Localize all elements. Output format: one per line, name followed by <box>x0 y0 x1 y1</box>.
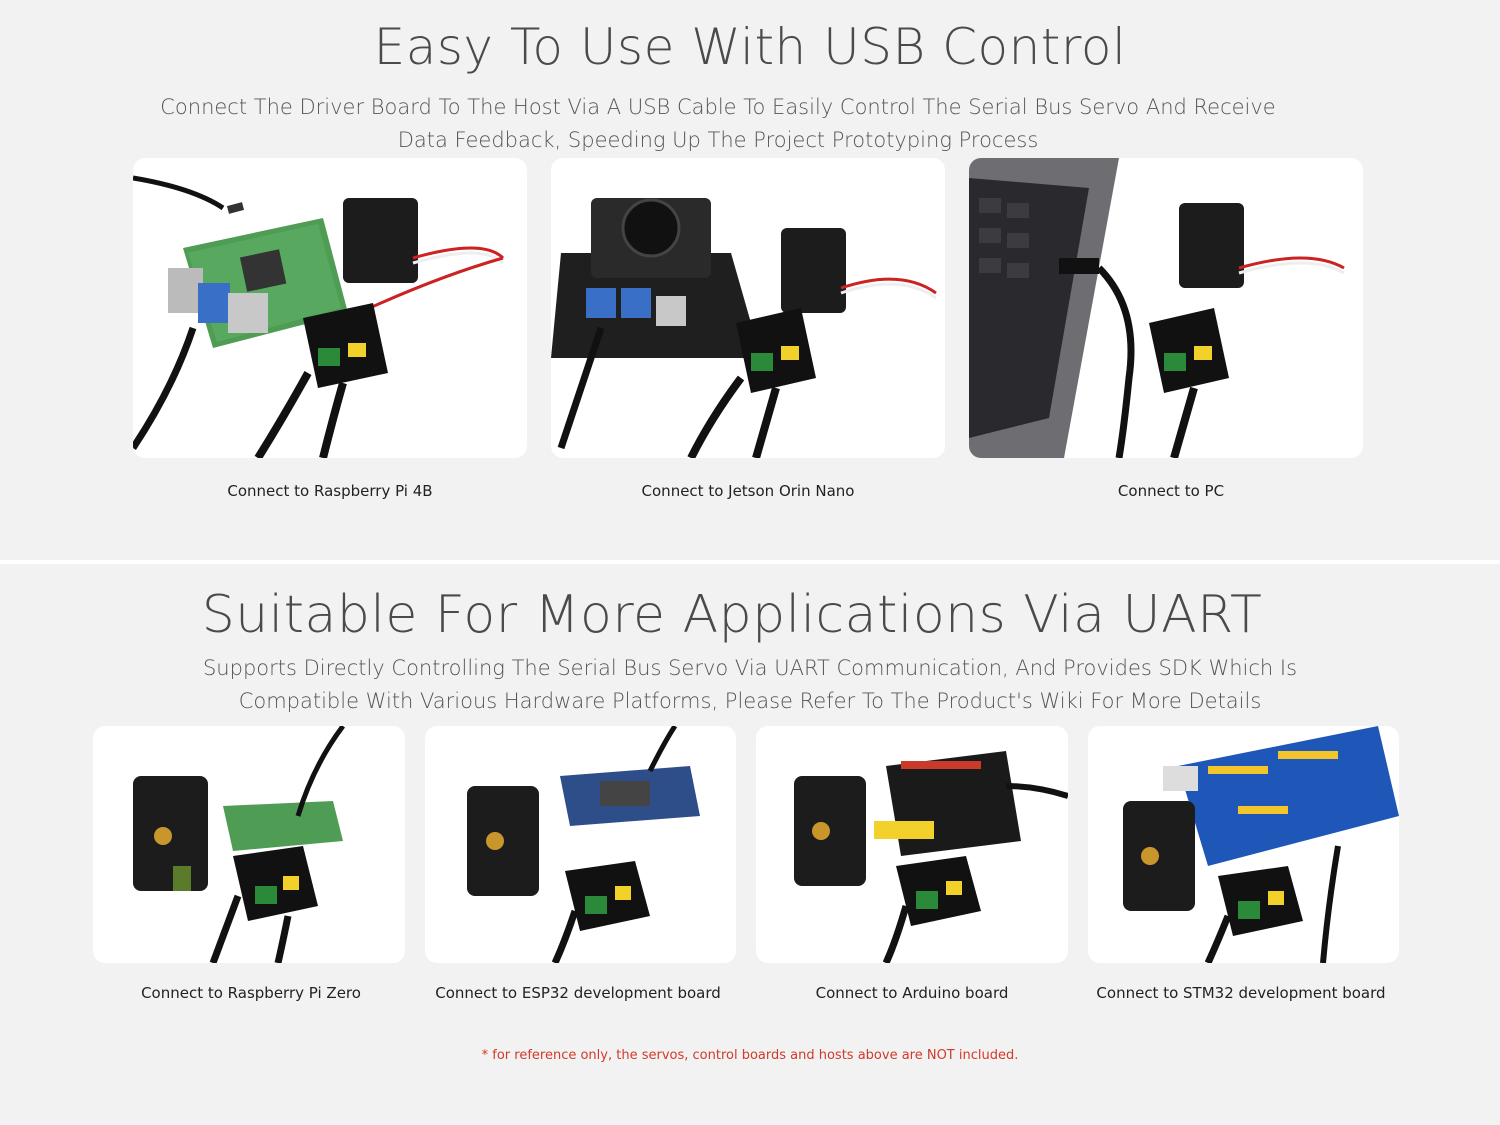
raspberry-pi-zero-photo <box>93 726 405 963</box>
uart-subtitle-line-1: Supports Directly Controlling The Serial… <box>202 656 1298 680</box>
section-divider <box>0 560 1500 564</box>
pc-laptop-photo <box>969 158 1363 458</box>
arduino-board-photo <box>756 726 1068 963</box>
usb-section: Easy To Use With USB Control Connect The… <box>0 0 1500 560</box>
caption-pc: Connect to PC <box>1117 482 1225 500</box>
raspberry-pi-4b-photo <box>133 158 527 458</box>
caption-raspberry-pi-zero: Connect to Raspberry Pi Zero <box>141 984 361 1002</box>
esp32-board-photo <box>425 726 736 963</box>
uart-section-title: Suitable For More Applications Via UART <box>201 585 1263 645</box>
jetson-orin-nano-photo <box>551 158 945 458</box>
uart-section: Suitable For More Applications Via UART … <box>0 564 1500 1125</box>
caption-stm32: Connect to STM32 development board <box>1096 984 1386 1002</box>
usb-section-subtitle: Connect The Driver Board To The Host Via… <box>150 91 1286 157</box>
caption-arduino: Connect to Arduino board <box>815 984 1009 1002</box>
stm32-board-photo <box>1088 726 1399 963</box>
caption-raspberry-pi-4b: Connect to Raspberry Pi 4B <box>227 482 433 500</box>
usb-subtitle-line-1: Connect The Driver Board To The Host Via… <box>160 95 1276 119</box>
footnote: * for reference only, the servos, contro… <box>481 1048 1019 1063</box>
usb-subtitle-line-2: Data Feedback, Speeding Up The Project P… <box>397 128 1039 152</box>
uart-subtitle-line-2: Compatible With Various Hardware Platfor… <box>238 689 1262 713</box>
caption-esp32: Connect to ESP32 development board <box>435 984 721 1002</box>
uart-section-subtitle: Supports Directly Controlling The Serial… <box>150 652 1350 718</box>
caption-jetson-orin-nano: Connect to Jetson Orin Nano <box>641 482 855 500</box>
usb-section-title: Easy To Use With USB Control <box>373 18 1127 76</box>
